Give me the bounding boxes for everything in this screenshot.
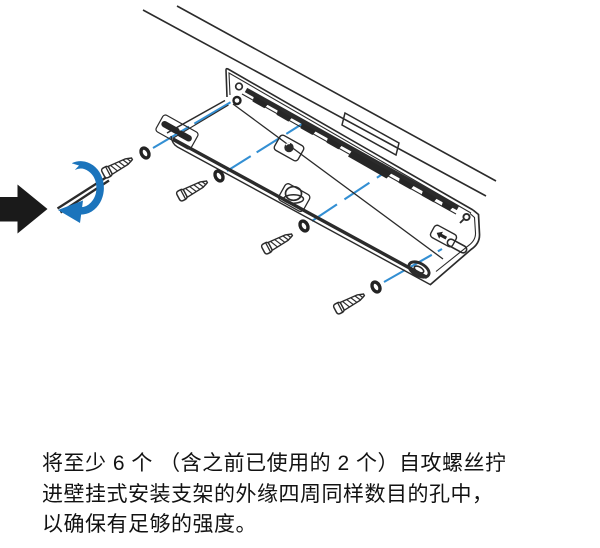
bracket-hook-band xyxy=(241,87,460,215)
direction-arrow-icon xyxy=(0,184,48,234)
bracket-right-inner-edge xyxy=(435,213,477,272)
keyhole-slot xyxy=(446,238,468,254)
guide-line-1 xyxy=(152,101,232,149)
screw-2 xyxy=(174,176,211,203)
guide-line-3 xyxy=(311,172,385,222)
caption-line-1: 将至少 6 个 （含之前已使用的 2 个）自攻螺丝拧 xyxy=(42,452,507,475)
dome-foot xyxy=(278,183,311,213)
screw-boss xyxy=(273,134,305,162)
caption-line-3: 以确保有足够的强度。 xyxy=(42,513,257,536)
bracket-flange-inner-edge xyxy=(228,72,472,214)
bracket-plate-edge xyxy=(232,103,444,260)
bracket-bottom-edge xyxy=(172,137,428,279)
self-tapping-screws xyxy=(99,146,382,316)
left-foot-pads xyxy=(155,114,199,150)
screw-3 xyxy=(259,229,296,256)
screw-1 xyxy=(99,153,136,180)
bracket-bottom-outer-edge xyxy=(170,135,432,286)
guide-line-2 xyxy=(226,123,303,172)
guide-line-4 xyxy=(383,248,443,283)
wall-mount-bracket xyxy=(155,67,481,286)
washer-4 xyxy=(370,280,382,294)
up-arrow-icon xyxy=(436,231,448,240)
bracket-right-edge xyxy=(429,209,481,286)
screw-4 xyxy=(331,289,368,316)
flange-hole xyxy=(234,82,244,91)
washer-1 xyxy=(139,146,151,160)
screw-hole-left xyxy=(232,95,242,106)
wall-edge-lines xyxy=(142,5,497,197)
mount-arrow-plate xyxy=(429,224,458,248)
rotation-arrow-icon xyxy=(58,161,104,223)
caption-text: 将至少 6 个 （含之前已使用的 2 个）自攻螺丝拧 进壁挂式安装支架的外缘四周… xyxy=(42,449,542,541)
bracket-screw-diagram xyxy=(0,5,497,316)
washer-2 xyxy=(213,169,225,183)
oval-foot xyxy=(407,260,431,279)
caption-line-2: 进壁挂式安装支架的外缘四周同样数目的孔中， xyxy=(42,482,494,506)
installation-illustration xyxy=(0,5,497,316)
corner-hole xyxy=(459,212,471,224)
washer-3 xyxy=(298,219,310,233)
bracket-flange-outer-edge xyxy=(225,67,474,211)
screw-guide-lines xyxy=(152,101,443,283)
bracket-vent-slot xyxy=(341,111,400,157)
